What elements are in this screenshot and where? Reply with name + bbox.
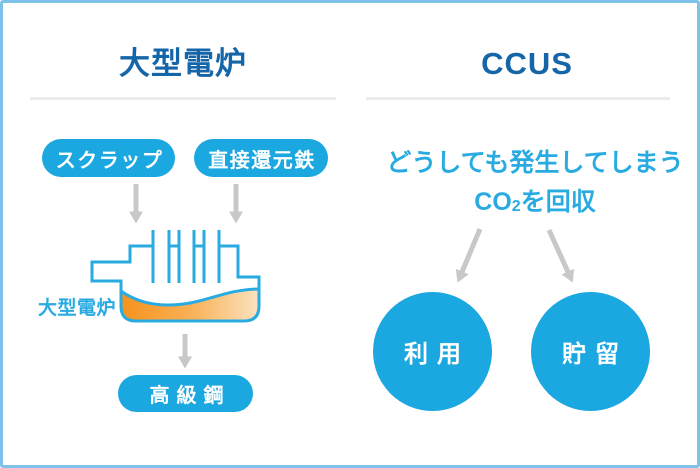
furnace-shell-right bbox=[219, 244, 261, 288]
electric-furnace-icon bbox=[90, 230, 261, 323]
co2-to-storage-arrow-icon bbox=[546, 228, 575, 283]
high-grade-steel-pill: 高級鋼 bbox=[118, 375, 253, 412]
furnace-shell-left bbox=[90, 244, 153, 290]
left-panel-title: 大型電炉 bbox=[119, 46, 247, 81]
storage-circle: 貯留 bbox=[531, 292, 650, 411]
right-panel-title: CCUS bbox=[481, 46, 573, 81]
right-divider bbox=[366, 97, 670, 100]
scrap-pill-label: スクラップ bbox=[55, 149, 164, 172]
storage-circle-label: 貯留 bbox=[562, 341, 628, 368]
co2-prefix: CO bbox=[474, 188, 512, 216]
furnace-label: 大型電炉 bbox=[38, 298, 117, 319]
molten-metal-shape bbox=[119, 287, 261, 323]
use-circle-label: 利用 bbox=[404, 341, 470, 368]
ccus-description-line1: どうしても発生してしまう bbox=[386, 149, 684, 177]
left-divider bbox=[30, 97, 336, 100]
co2-subscript: 2 bbox=[511, 198, 521, 215]
co2-to-use-arrow-icon bbox=[455, 228, 483, 283]
high-grade-steel-pill-label: 高級鋼 bbox=[149, 385, 231, 407]
furnace-electrodes bbox=[151, 230, 221, 283]
scrap-pill: スクラップ bbox=[42, 139, 175, 177]
direct-reduced-iron-pill-label: 直接還元鉄 bbox=[208, 149, 316, 172]
use-circle: 利用 bbox=[373, 292, 492, 411]
co2-suffix: を回収 bbox=[520, 188, 596, 216]
ccus-description: どうしても発生してしまう CO2を回収 bbox=[377, 144, 693, 226]
direct-reduced-iron-pill: 直接還元鉄 bbox=[194, 139, 328, 177]
